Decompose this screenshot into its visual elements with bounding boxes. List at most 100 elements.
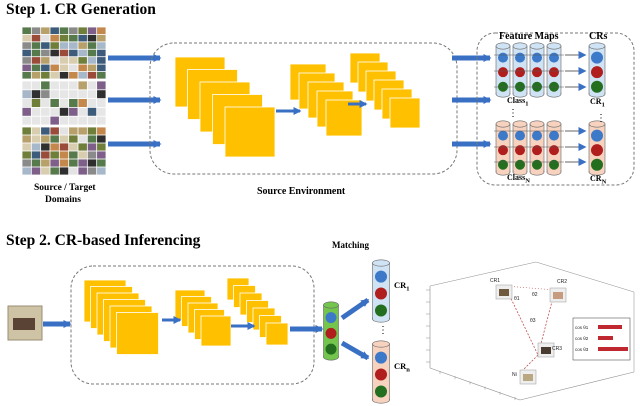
- dataset-thumbnail: [97, 151, 106, 159]
- cr-feature-dot: [591, 66, 603, 79]
- dataset-thumbnail: [22, 143, 31, 151]
- dataset-thumbnail: [69, 57, 78, 64]
- cr-feature-dot: [498, 145, 508, 156]
- dataset-thumbnail: [31, 135, 41, 143]
- plot-point-label: Ni: [512, 372, 517, 378]
- dataset-thumbnail: [87, 42, 97, 49]
- cr-feature-dot: [532, 145, 542, 156]
- cr-bottom-label: CRn: [394, 361, 410, 374]
- dataset-thumbnail: [78, 116, 87, 125]
- dataset-thumbnail: [59, 57, 69, 64]
- dataset-thumbnail: [69, 159, 78, 167]
- dataset-thumbnail: [59, 90, 69, 99]
- dataset-thumbnail: [59, 42, 69, 49]
- dataset-thumbnail: [22, 159, 31, 167]
- environment-label: Source Environment: [257, 186, 346, 197]
- dataset-thumbnail: [41, 135, 50, 143]
- dataset-thumbnail: [78, 42, 87, 49]
- cosine-legend-label: cos θ1: [575, 325, 589, 330]
- feature-map-layer: [325, 99, 363, 137]
- dataset-thumbnail: [87, 107, 97, 116]
- class-last-label: ClassN: [507, 173, 530, 185]
- dataset-thumbnail: [41, 71, 50, 79]
- dataset-thumbnail: [31, 27, 41, 35]
- cr-ellipsis: ⋮: [596, 113, 606, 124]
- dataset-thumbnail: [50, 107, 59, 116]
- dataset-thumbnail: [69, 107, 78, 116]
- dataset-thumbnail: [78, 27, 87, 35]
- cr1-match-vector: [372, 259, 390, 323]
- dataset-thumbnail: [50, 151, 59, 159]
- crn-match-vector: [372, 340, 390, 404]
- cr-feature-dot: [498, 130, 508, 141]
- query-feature-vector: [323, 301, 339, 361]
- dataset-thumbnail: [41, 27, 50, 35]
- dataset-thumbnail: [87, 167, 97, 175]
- classN-feature-map: [495, 120, 511, 176]
- dataset-thumbnail: [59, 81, 69, 90]
- plot-angle-label: θ2: [532, 292, 538, 298]
- dataset-thumbnail: [50, 34, 59, 42]
- dataset-thumbnail: [22, 27, 31, 35]
- dataset-thumbnail: [41, 49, 50, 57]
- feature-map-cylinders: [494, 42, 587, 176]
- cr-feature-dot: [515, 52, 525, 63]
- cr-feature-dot: [532, 130, 542, 141]
- inference-network-layers: [83, 277, 289, 355]
- dataset-thumbnail: [78, 57, 87, 64]
- dataset-thumbnail: [22, 49, 31, 57]
- dataset-thumbnail: [31, 81, 41, 90]
- dataset-thumbnail: [59, 34, 69, 42]
- plot-axis-x: [429, 367, 521, 401]
- dataset-thumbnail: [59, 107, 69, 116]
- feature-map-layer: [200, 315, 232, 347]
- cr-feature-dot: [591, 80, 603, 93]
- plot-point-label: CR1: [490, 278, 500, 284]
- dataset-thumbnail: [31, 127, 41, 135]
- dataset-thumbnail: [78, 90, 87, 99]
- dataset-thumbnail: [31, 42, 41, 49]
- dataset-thumbnail: [50, 127, 59, 135]
- dataset-thumbnail: [41, 159, 50, 167]
- dataset-thumbnail: [50, 42, 59, 49]
- dataset-thumbnail: [59, 127, 69, 135]
- cr-feature-dot: [591, 158, 603, 171]
- dataset-thumbnail: [22, 127, 31, 135]
- dataset-thumbnail: [41, 143, 50, 151]
- dataset-thumbnail: [41, 64, 50, 72]
- dataset-thumbnail: [69, 143, 78, 151]
- dataset-thumbnail: [78, 159, 87, 167]
- cr-last-label: CRN: [590, 174, 607, 186]
- dataset-thumbnail: [87, 71, 97, 79]
- cr-feature-dot: [532, 67, 542, 78]
- dataset-thumbnail: [31, 107, 41, 116]
- dataset-thumbnail: [87, 49, 97, 57]
- input-image-subject: [13, 318, 35, 330]
- dataset-thumbnail: [59, 71, 69, 79]
- dataset-thumbnail: [78, 49, 87, 57]
- dataset-thumbnail: [59, 135, 69, 143]
- dataset-thumbnail: [69, 99, 78, 107]
- dataset-thumbnail: [31, 116, 41, 125]
- dataset-thumbnail: [31, 167, 41, 175]
- cosine-legend-label: cos θ2: [575, 336, 589, 341]
- dataset-thumbnail: [31, 71, 41, 79]
- dataset-thumbnail: [50, 81, 59, 90]
- feature-map-layer: [389, 97, 421, 129]
- cr-feature-dot: [515, 159, 525, 170]
- dataset-thumbnail: [97, 135, 106, 143]
- dataset-thumbnail: [78, 167, 87, 175]
- feature-map-layer: [224, 106, 276, 158]
- match-ellipsis: ⋮: [378, 325, 388, 336]
- dataset-thumbnail: [59, 143, 69, 151]
- plot-axis-back: [535, 261, 635, 293]
- dataset-thumbnail: [87, 135, 97, 143]
- class1-feature-map: [546, 42, 562, 98]
- dataset-thumbnail: [59, 99, 69, 107]
- dataset-thumbnail: [69, 34, 78, 42]
- plot-point-label: CR3: [552, 346, 562, 352]
- dataset-thumbnail: [50, 159, 59, 167]
- dataset-thumbnail: [41, 34, 50, 42]
